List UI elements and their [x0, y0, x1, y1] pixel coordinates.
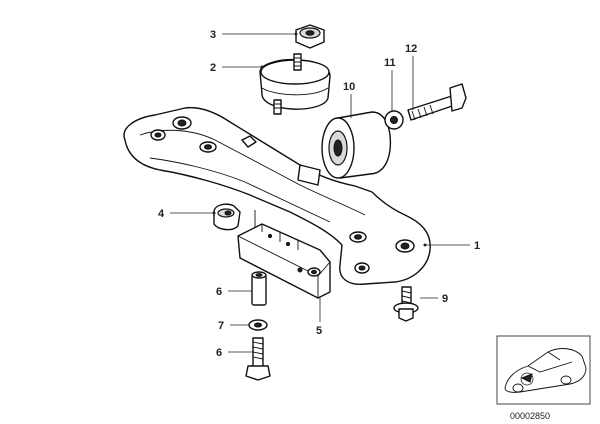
vehicle-inset: 00002850	[496, 335, 591, 421]
callout-2: 2	[210, 62, 216, 74]
callout-11: 11	[384, 57, 396, 69]
callout-3: 3	[210, 29, 216, 41]
callout-7: 7	[218, 320, 224, 332]
callout-9: 9	[442, 293, 448, 305]
hex-bolt-lower[interactable]	[245, 337, 271, 381]
hex-nut[interactable]	[295, 24, 325, 49]
washer-small[interactable]	[248, 319, 268, 331]
transmission-crossmember[interactable]	[123, 106, 431, 285]
callout-1: 1	[474, 240, 480, 252]
long-bolt[interactable]	[407, 83, 467, 121]
car-silhouette-icon	[504, 348, 587, 393]
flange-bolt[interactable]	[393, 286, 419, 322]
spacer-sleeve[interactable]	[251, 271, 267, 306]
callout-12: 12	[405, 43, 417, 55]
support-bracket[interactable]	[237, 223, 331, 299]
callout-5: 5	[316, 325, 322, 337]
rubber-mount[interactable]	[259, 53, 331, 115]
callout-10: 10	[343, 81, 355, 93]
leader-lines	[170, 32, 470, 353]
mount-pad[interactable]	[213, 203, 241, 231]
bushing[interactable]	[321, 111, 392, 179]
callout-6-upper: 6	[216, 286, 222, 298]
inset-code: 00002850	[510, 411, 550, 421]
callout-4: 4	[158, 208, 165, 220]
inset-frame	[496, 335, 591, 405]
callout-6-lower: 6	[216, 347, 222, 359]
washer-top[interactable]	[384, 110, 404, 130]
callout-labels: 3 2 4 5 6 7 6 9 1 10 11 12	[158, 29, 480, 359]
